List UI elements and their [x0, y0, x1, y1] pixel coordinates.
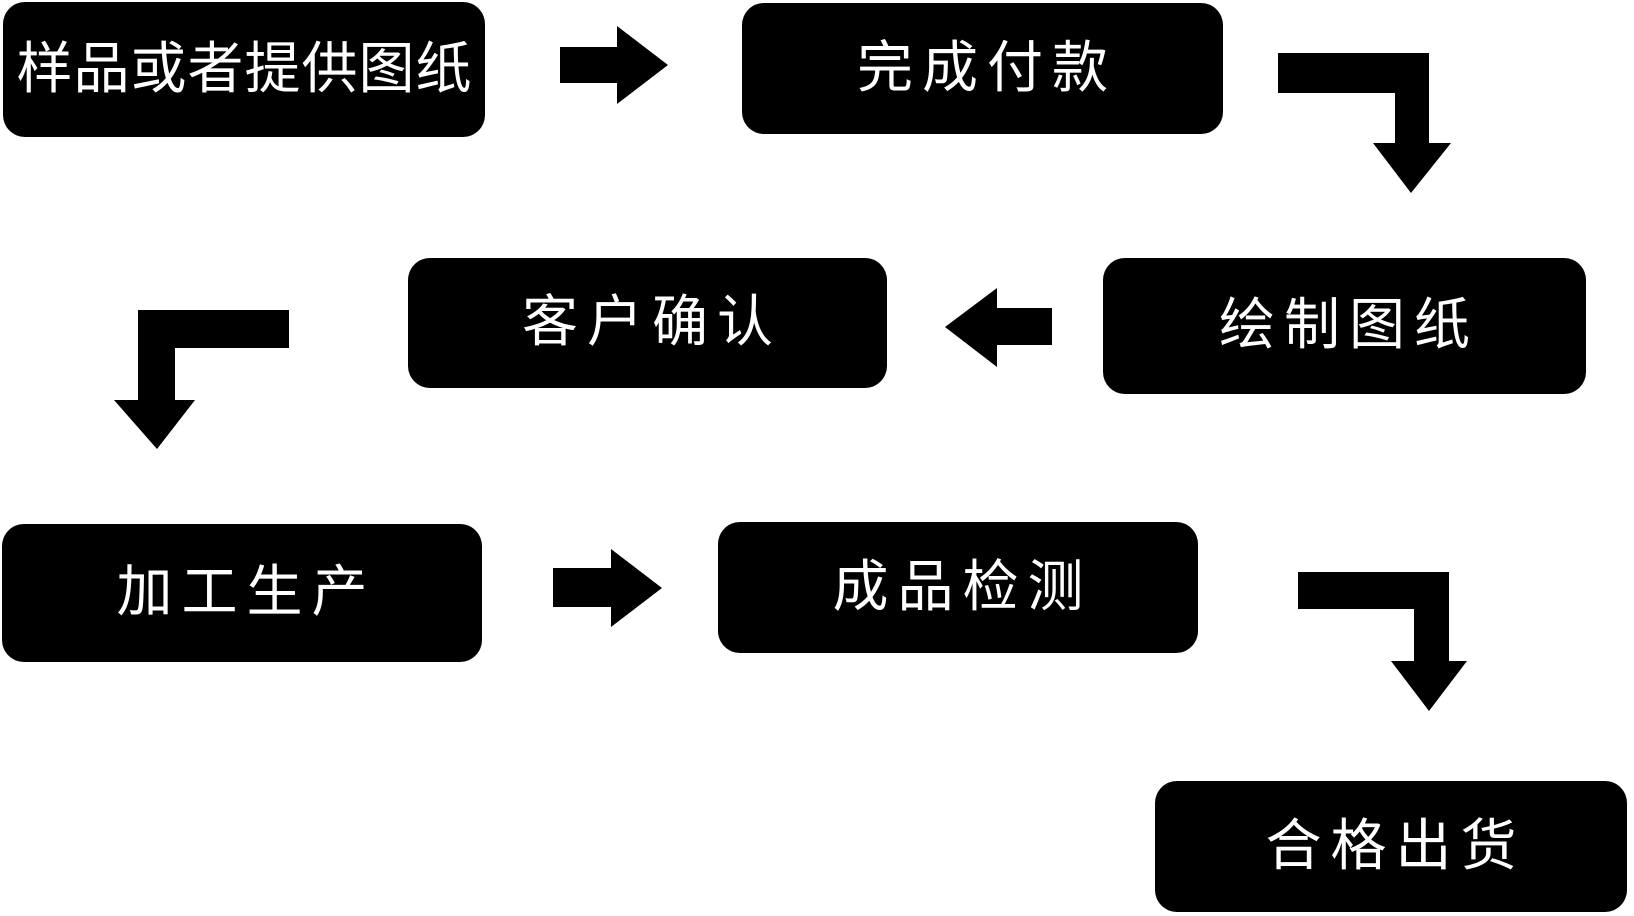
flow-node-label: 加工生产	[116, 560, 377, 625]
elbow-arrow-right-down-icon	[1278, 53, 1451, 193]
flow-node-draw-drawings: 绘制图纸	[1103, 258, 1586, 394]
arrow-right-icon	[560, 26, 668, 104]
flow-node-label: 绘制图纸	[1219, 293, 1479, 358]
flow-node-label: 合格出货	[1265, 813, 1526, 879]
elbow-arrow-left-down-icon	[114, 310, 289, 449]
arrow-right-icon	[553, 549, 662, 627]
flow-node-processing-production: 加工生产	[2, 524, 482, 662]
flow-node-customer-confirmation: 客户确认	[408, 258, 887, 388]
flow-node-complete-payment: 完成付款	[742, 3, 1223, 134]
flow-node-finished-product-inspection: 成品检测	[718, 522, 1198, 653]
arrow-left-icon	[945, 288, 1052, 367]
elbow-arrow-right-down-icon	[1298, 572, 1467, 711]
flow-node-label: 完成付款	[857, 35, 1117, 101]
flow-node-label: 客户确认	[522, 290, 782, 355]
flow-node-sample-or-drawings: 样品或者提供图纸	[3, 2, 485, 137]
flow-node-label: 成品检测	[832, 554, 1093, 620]
flow-node-label: 样品或者提供图纸	[16, 36, 473, 102]
flow-node-qualified-shipment: 合格出货	[1155, 781, 1627, 912]
